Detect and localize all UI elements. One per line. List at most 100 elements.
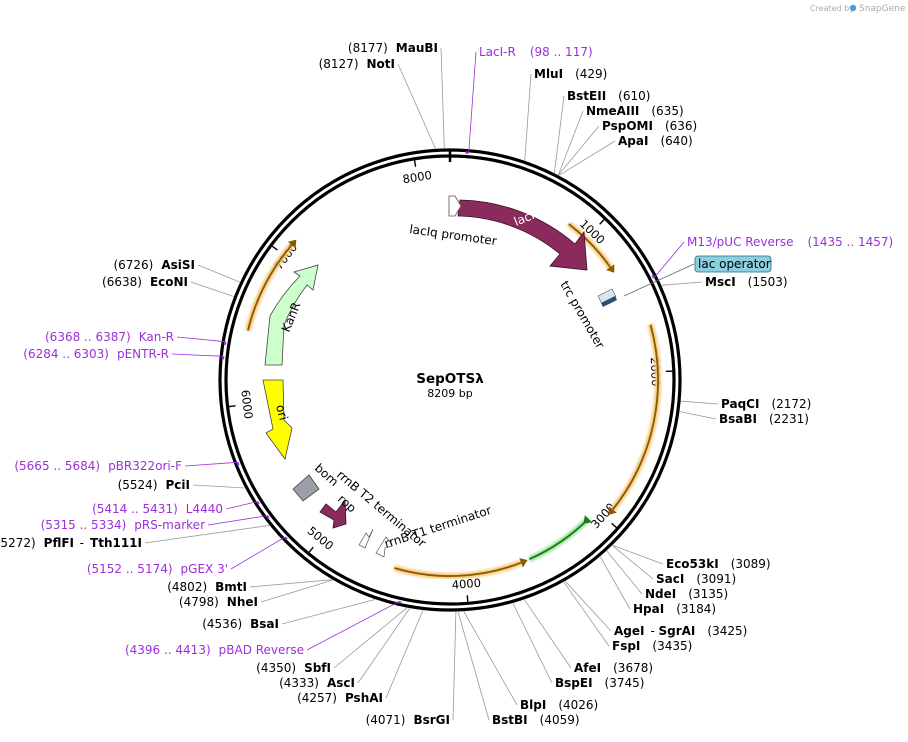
enzyme-name: MluI [534,67,563,81]
enzyme-site-bsabi[interactable]: BsaBI(2231) [719,412,809,426]
enzyme-site-blpi[interactable]: BlpI(4026) [520,698,598,712]
enzyme-site-fspi[interactable]: FspI(3435) [612,639,692,653]
enzyme-name: AgeI [614,624,644,638]
primer-pbad-reverse[interactable]: pBAD Reverse(4396 .. 4413) [125,600,402,657]
primer-laci-r[interactable]: LacI-R(98 .. 117) [465,45,593,154]
enzyme-site-pcii[interactable]: PciI(5524) [118,478,190,492]
primer-l4440[interactable]: L4440(5414 .. 5431) [92,500,260,516]
enzyme-leader-line [612,545,664,565]
enzyme-leader-line [457,611,490,721]
enzyme-site-maubi[interactable]: MauBI(8177) [348,41,438,55]
enzyme-site-asci[interactable]: AscI (4333) [279,676,355,690]
enzyme-site-bstbi[interactable]: BstBI (4059) [492,713,580,727]
enzyme-name: BstBI [492,713,528,727]
tick-mark [413,158,417,167]
orf-arc-left[interactable] [247,244,293,331]
primer-leader-line [230,536,286,570]
enzyme-site-econi[interactable]: EcoNI(6638) [102,275,188,289]
enzyme-position: (2172) [771,397,811,411]
enzyme-name: Tth111I [90,536,142,550]
orf-arc-main[interactable] [612,324,659,511]
enzyme-site-afei[interactable]: AfeI(3678) [574,661,653,675]
lacI-feature-arrow[interactable] [457,199,588,271]
enzyme-site-bsrgi[interactable]: BsrGI(4071) [366,713,450,727]
orf-arc-green-glow [528,516,591,562]
KanR-feature-arrow[interactable] [264,264,319,366]
trc-promoter-arrow[interactable] [597,288,617,305]
enzyme-site-mlui[interactable]: MluI(429) [534,67,607,81]
enzyme-site-bspei[interactable]: BspEI(3745) [555,676,644,690]
primer-range: (5414 .. 5431) [92,502,178,516]
lacIq-promoter-arrow[interactable] [448,195,462,217]
lac-operator-badge[interactable] [694,255,772,273]
primer-pbr322ori-f[interactable]: pBR322ori-F(5665 .. 5684) [14,459,240,473]
enzyme-site-bmti[interactable]: BmtI(4802) [167,580,247,594]
enzyme-position: (4059) [540,713,580,727]
enzyme-site-bsteii[interactable]: BstEII(610) [567,89,650,103]
enzyme-position: (5524) [118,478,158,492]
tick-mark [270,244,278,251]
enzyme-leader-line [197,264,240,283]
rop-feature-arrow[interactable] [319,498,347,529]
primer-kan-r[interactable]: Kan-R(6368 .. 6387) [45,330,227,345]
enzyme-site-pspomi[interactable]: PspOMI(636) [602,119,697,133]
enzyme-position: (3089) [731,557,771,571]
primer-name: Kan-R [139,330,174,344]
enzyme-site-saci[interactable]: SacI(3091) [656,572,736,586]
enzyme-site-paqci[interactable]: PaqCI (2172) [721,397,811,411]
enzyme-name: BstEII [567,89,606,103]
orf-arc-lower[interactable] [394,561,522,577]
primer-name: pENTR-R [117,347,169,361]
tick-label: 6000 [238,389,255,420]
enzyme-site-hpai[interactable]: HpaI(3184) [633,602,716,616]
enzyme-site-ndei[interactable]: NdeI(3135) [645,587,728,601]
enzyme-name: PaqCI [721,397,759,411]
primer-range: (5315 .. 5334) [41,518,127,532]
enzyme-site-sbfi[interactable]: SbfI(4350) [256,661,331,675]
enzyme-name: AscI [327,676,355,690]
enzyme-site-bsai[interactable]: BsaI(4536) [202,617,279,631]
primer-name: pBR322ori-F [108,459,182,473]
lacIq-promoter-label: lacIq promoter [409,222,498,248]
enzyme-site-eco53ki[interactable]: Eco53kI(3089) [666,557,771,571]
enzyme-site-msci[interactable]: MscI (1503) [705,275,788,289]
enzyme-site-noti[interactable]: NotI(8127) [319,57,395,71]
tick-mark [599,217,606,225]
enzyme-name: MauBI [396,41,438,55]
enzyme-position: (4350) [256,661,296,675]
enzyme-position: (4071) [366,713,406,727]
enzyme-name: BmtI [215,580,247,594]
ori-label: ori [273,403,291,422]
rrnB-T2-terminator-arrow[interactable] [358,528,374,549]
enzyme-leader-line [680,400,719,405]
primer-name: LacI-R [479,45,516,59]
primer-mark [223,341,227,345]
enzyme-site-agei[interactable]: AgeI-SgrAI(3425) [614,624,747,638]
enzyme-site-nhei[interactable]: NheI(4798) [179,595,258,609]
enzyme-name: MscI [705,275,736,289]
enzyme-position: (4333) [279,676,319,690]
orf-arc-lacI[interactable] [568,223,611,268]
enzyme-name: SacI [656,572,684,586]
enzyme-leader-line [440,47,445,149]
primer-leader-line [176,336,226,343]
ori-feature-arrow[interactable] [262,379,293,460]
enzyme-position: (1503) [748,275,788,289]
enzyme-leader-line [357,608,410,684]
enzyme-leader-line [397,63,436,149]
enzyme-site-pshai[interactable]: PshAI(4257) [297,691,383,705]
primer-pgex-3-[interactable]: pGEX 3'(5152 .. 5174) [87,536,288,576]
enzyme-site-nmeaiii[interactable]: NmeAIII(635) [586,104,684,118]
plasmid-name: SepOTSλ [416,371,484,387]
enzyme-site-apai[interactable]: ApaI(640) [618,134,693,148]
primer-prs-marker[interactable]: pRS-marker(5315 .. 5334) [41,515,270,532]
primer-m13-puc-reverse[interactable]: M13/pUC Reverse(1435 .. 1457) [651,235,894,279]
rrnB-T1-terminator-arrow[interactable] [375,536,393,558]
enzyme-site-pflfi[interactable]: Tth111I-PflFI(5272) [0,536,142,550]
trc-promoter-label: trc promoter [557,279,607,351]
primer-pentr-r[interactable]: pENTR-R(6284 .. 6303) [23,347,225,361]
enzyme-leader-line [463,611,518,706]
bom-feature-box[interactable] [292,474,320,502]
enzyme-site-asisi[interactable]: AsiSI(6726) [113,258,195,272]
